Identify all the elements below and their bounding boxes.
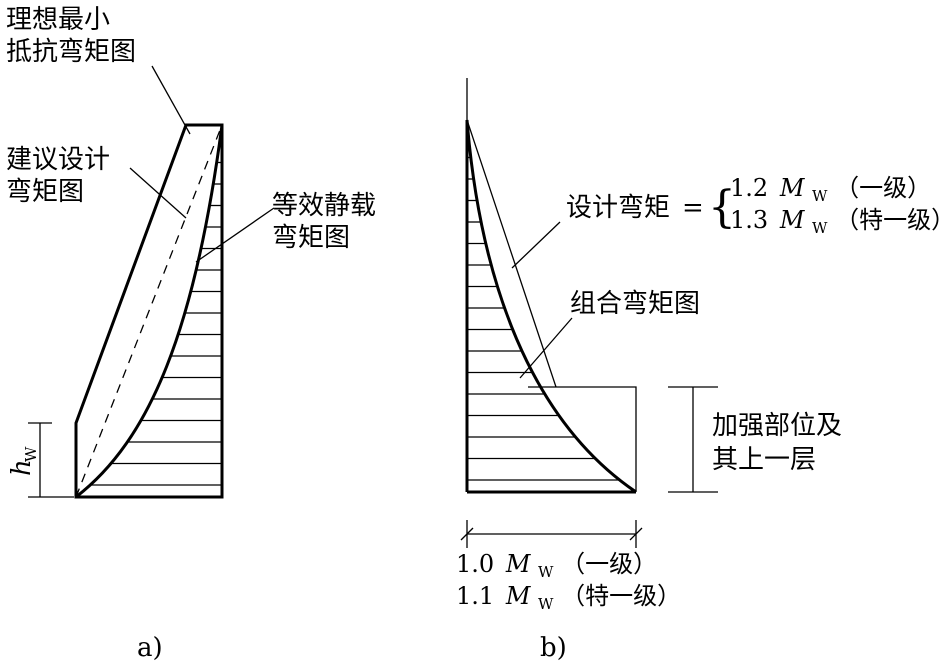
base-line2: 1.1 M W （特一级） bbox=[456, 582, 681, 615]
hw-letter: h bbox=[7, 459, 37, 476]
design-line1-m: M bbox=[779, 174, 806, 202]
base-line2-sub: W bbox=[538, 595, 554, 613]
base-dim-slash-left bbox=[460, 527, 474, 541]
panel-b bbox=[460, 78, 718, 548]
base-line1-m: M bbox=[505, 550, 532, 578]
base-line1-sub: W bbox=[538, 563, 554, 581]
suggest-label-line1: 建议设计 bbox=[6, 145, 110, 175]
base-line2-m: M bbox=[505, 582, 532, 610]
hw-subscript: W bbox=[22, 446, 40, 462]
design-line2: 1.3 M W （特一级） bbox=[730, 206, 939, 239]
panel-b-label: b) bbox=[540, 633, 567, 663]
suggested-design-line bbox=[75, 124, 223, 498]
ideal-leader bbox=[151, 65, 191, 135]
combined-leader bbox=[519, 317, 573, 379]
reinforced-label-line1: 加强部位及 bbox=[712, 411, 842, 441]
panel-a-label: a) bbox=[137, 633, 163, 663]
static-leader bbox=[195, 207, 275, 263]
ideal-label-line2: 抵抗弯矩图 bbox=[6, 37, 136, 67]
base-line1-grade: （一级） bbox=[561, 550, 657, 578]
design-line2-grade: （特一级） bbox=[835, 206, 939, 234]
combined-moment-curve bbox=[465, 119, 637, 494]
ideal-moment-outline bbox=[74, 123, 224, 499]
base-line2-grade: （特一级） bbox=[561, 582, 681, 610]
base-line1: 1.0 M W （一级） bbox=[456, 550, 657, 583]
design-brace: { bbox=[708, 182, 736, 233]
static-label-line1: 等效静载 bbox=[272, 191, 376, 221]
base-dim-slash-right bbox=[629, 527, 643, 541]
suggest-label-line2: 弯矩图 bbox=[6, 177, 84, 207]
suggest-leader bbox=[129, 167, 187, 219]
base-line1-coef: 1.0 bbox=[456, 550, 494, 578]
design-line1-grade: （一级） bbox=[835, 174, 931, 202]
ideal-label-line1: 理想最小 bbox=[6, 5, 110, 35]
combined-label: 组合弯矩图 bbox=[570, 289, 700, 319]
base-line2-coef: 1.1 bbox=[456, 582, 494, 610]
hw-symbol: h W bbox=[7, 446, 40, 476]
design-line1-sub: W bbox=[812, 187, 828, 205]
design-leader bbox=[511, 221, 561, 269]
design-moment-line bbox=[466, 119, 557, 388]
design-line2-coef: 1.3 bbox=[730, 206, 768, 234]
reinforced-zone-box bbox=[528, 386, 637, 492]
static-load-curve bbox=[75, 124, 224, 499]
design-moment-label: 设计弯矩 bbox=[566, 193, 670, 223]
design-line1-coef: 1.2 bbox=[730, 174, 768, 202]
design-line1: 1.2 M W （一级） bbox=[730, 174, 931, 207]
panel-a bbox=[28, 65, 275, 499]
design-equals: = bbox=[682, 193, 704, 223]
design-line2-m: M bbox=[779, 206, 806, 234]
static-label-line2: 弯矩图 bbox=[272, 223, 350, 253]
hatching-a bbox=[90, 140, 222, 486]
hatching-b bbox=[467, 135, 620, 481]
reinforced-label-line2: 其上一层 bbox=[712, 445, 816, 475]
design-line2-sub: W bbox=[812, 219, 828, 237]
